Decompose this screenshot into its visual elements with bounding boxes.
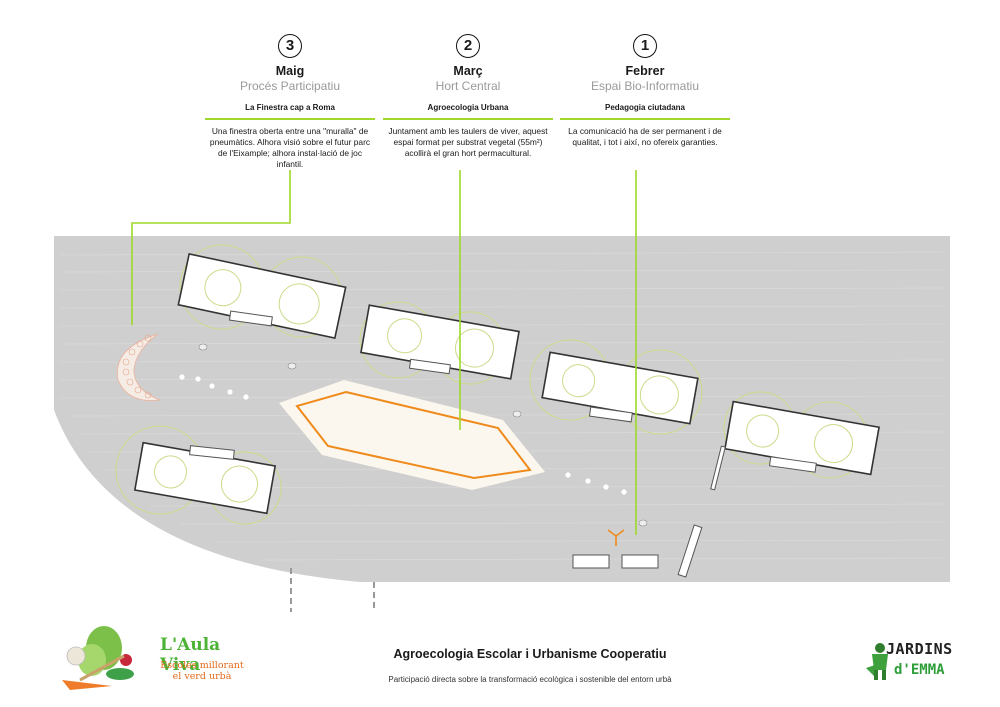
footer-subtitle: Participació directa sobre la transforma… xyxy=(388,675,672,684)
vegetables-icon xyxy=(62,626,134,690)
phase-description: Juntament amb les taulers de viver, aque… xyxy=(388,125,548,158)
gardener-figure-icon xyxy=(866,643,888,680)
tire-wall-crescent xyxy=(116,333,161,402)
phase-description: La comunicació ha de ser permanent i de … xyxy=(568,125,722,147)
logo-tagline-line-2: el verd urbà xyxy=(172,671,232,682)
logo-brand: L'Aula Viva xyxy=(160,635,221,675)
phase-description: Una finestra oberta entre una "muralla" … xyxy=(209,125,371,169)
phase-title: Agroecologia Urbana xyxy=(427,103,509,112)
logo-line-1: JARDINS xyxy=(886,640,953,658)
phase-number: 1 xyxy=(633,34,657,58)
central-garden-border xyxy=(279,380,545,490)
planter-box-2 xyxy=(360,304,520,380)
leader-lines xyxy=(131,170,637,535)
phase-title: La Finestra cap a Roma xyxy=(245,103,335,112)
stepping-stones xyxy=(179,374,627,495)
phase-subtitle: Espai Bio-Informatiu xyxy=(590,79,700,93)
phase-month: Març xyxy=(453,64,483,78)
phase-rule xyxy=(383,118,553,120)
phase-month: Maig xyxy=(275,64,305,78)
phase-subtitle: Hort Central xyxy=(435,79,501,93)
logo-line-2: d'EMMA xyxy=(894,662,945,678)
logo-tagline: Escoles millorant el verd urbà xyxy=(160,660,244,682)
sign-post-icon xyxy=(607,529,625,546)
phase-number: 3 xyxy=(278,34,302,58)
phase-month: Febrer xyxy=(625,64,665,78)
phase-2: 2 Març Hort Central Agroecologia Urbana … xyxy=(383,34,553,159)
phase-3: 3 Maig Procés Participatiu La Finestra c… xyxy=(205,34,375,170)
small-stones xyxy=(198,343,648,527)
phase-title: Pedagogia ciutadana xyxy=(604,103,686,112)
phase-subtitle: Procés Participatiu xyxy=(239,79,341,93)
benches xyxy=(189,310,817,578)
central-garden-bed xyxy=(295,390,532,480)
logo-tagline-line-1: Escoles millorant xyxy=(160,660,244,671)
tire-pattern xyxy=(122,334,152,399)
phase-rule xyxy=(205,118,375,120)
phase-1: 1 Febrer Espai Bio-Informatiu Pedagogia … xyxy=(560,34,730,148)
phase-number: 2 xyxy=(456,34,480,58)
jardins-emma-logo: JARDINS d'EMMA xyxy=(864,640,964,685)
phase-rule xyxy=(560,118,730,120)
footer-title: Agroecologia Escolar i Urbanisme Coopera… xyxy=(393,647,667,661)
aula-viva-logo: L'Aula Viva Escoles millorant el verd ur… xyxy=(56,625,256,695)
